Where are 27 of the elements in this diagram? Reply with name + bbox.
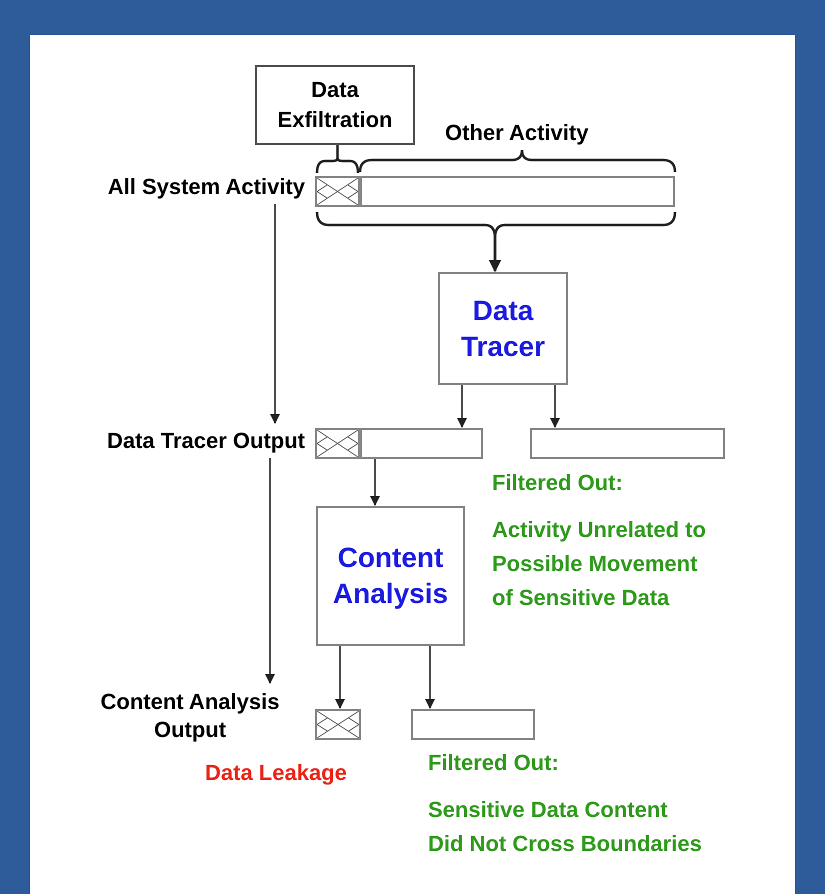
arrow [457,385,467,428]
arrow [425,646,435,709]
filter-note: Filtered Out: [492,469,624,497]
activity-bar [360,176,675,207]
activity-bar [411,709,535,740]
hatched-segment [315,428,360,459]
process-box: Data Tracer [438,272,568,385]
arrow [270,204,280,424]
activity-bar [530,428,725,459]
filter-note: Activity Unrelated to Possible Movement of Sensitive Data [492,516,707,612]
process-box: Content Analysis [316,506,465,646]
arrow [335,646,345,709]
hatched-segment [315,176,360,207]
row-label: All System Activity [40,170,305,204]
bracket-label: Other Activity [445,119,588,147]
callout-box: Data Exfiltration [255,65,415,145]
arrow [550,385,560,428]
bracket-connector [316,144,360,174]
row-label: Content Analysis Output [70,684,310,748]
filter-note: Filtered Out: [428,749,560,777]
activity-bar [360,428,483,459]
arrow [265,458,275,684]
hatched-segment [315,709,361,740]
output-caption: Data Leakage [205,759,348,787]
filter-note: Sensitive Data Content Did Not Cross Boundaries [428,796,703,858]
row-label: Data Tracer Output [30,424,305,458]
arrow [370,459,380,506]
